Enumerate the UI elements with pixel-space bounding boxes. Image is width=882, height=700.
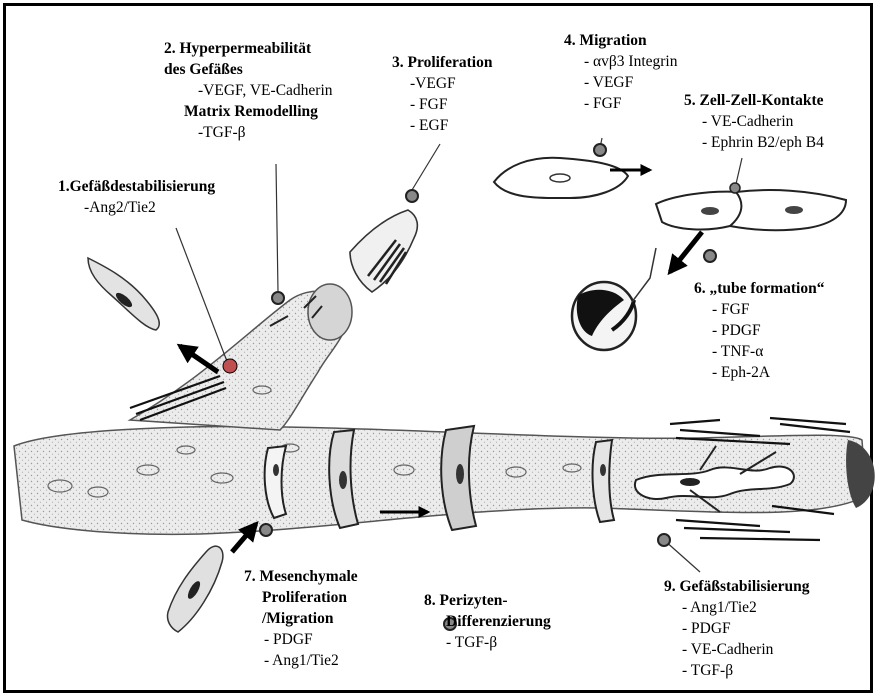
step-7-heading-line2: Proliferation <box>244 587 358 608</box>
step-6-label: 6. „tube formation“ - FGF - PDGF - TNF-α… <box>694 278 824 383</box>
step-5-heading: 5. Zell-Zell-Kontakte <box>684 90 824 111</box>
step-6-item-4: - Eph-2A <box>694 362 824 383</box>
sprout-tip <box>308 284 352 340</box>
step-4-label: 4. Migration - αvβ3 Integrin - VEGF - FG… <box>564 30 677 114</box>
contacting-cell-nucleus-b <box>785 206 803 214</box>
step-9-item-1: - Ang1/Tie2 <box>664 597 810 618</box>
step-4-item-2: - VEGF <box>564 72 677 93</box>
step-2-heading2: Matrix Remodelling <box>164 101 333 122</box>
step-5-item-1: - VE-Cadherin <box>684 111 824 132</box>
proliferating-cell <box>350 210 417 292</box>
tube-crack-line <box>632 248 656 302</box>
step-3-item-2: - FGF <box>392 94 492 115</box>
migrating-cell <box>494 158 628 198</box>
step-1-item: -Ang2/Tie2 <box>58 197 215 218</box>
step-8-heading-line2: Differenzierung <box>424 611 551 632</box>
step-2-item: -VEGF, VE-Cadherin <box>164 80 333 101</box>
mesenchymal-cell <box>167 546 222 632</box>
step-9-item-4: - TGF-β <box>664 660 810 681</box>
step-3-heading: 3. Proliferation <box>392 52 492 73</box>
step-6-item-1: - FGF <box>694 299 824 320</box>
step-2-label: 2. Hyperpermeabilität des Gefäßes -VEGF,… <box>164 38 333 143</box>
step-5-item-2: - Ephrin B2/eph B4 <box>684 132 824 153</box>
step-4-item-3: - FGF <box>564 93 677 114</box>
step-6-item-3: - TNF-α <box>694 341 824 362</box>
step-6-item-2: - PDGF <box>694 320 824 341</box>
step-1-label: 1.Gefäßdestabilisierung -Ang2/Tie2 <box>58 176 215 218</box>
stabilization-nucleus <box>680 478 700 486</box>
step-6-heading: 6. „tube formation“ <box>694 278 824 299</box>
step-9-label: 9. Gefäßstabilisierung - Ang1/Tie2 - PDG… <box>664 576 810 681</box>
step-2-heading-line2: des Gefäßes <box>164 59 333 80</box>
step-7-label: 7. Mesenchymale Proliferation /Migration… <box>244 566 358 671</box>
detaching-cell <box>88 258 159 330</box>
step-4-item-1: - αvβ3 Integrin <box>564 51 677 72</box>
tube-formation <box>572 282 636 350</box>
step-8-item: - TGF-β <box>424 632 551 653</box>
contacting-cell-nucleus-a <box>701 207 719 215</box>
step-4-heading: 4. Migration <box>564 30 677 51</box>
step-3-item-3: - EGF <box>392 115 492 136</box>
step-8-heading-line1: 8. Perizyten- <box>424 590 551 611</box>
step-7-heading-line1: 7. Mesenchymale <box>244 566 358 587</box>
step-5-label: 5. Zell-Zell-Kontakte - VE-Cadherin - Ep… <box>684 90 824 153</box>
step-1-heading: 1.Gefäßdestabilisierung <box>58 176 215 197</box>
step-7-item-2: - Ang1/Tie2 <box>244 650 358 671</box>
step-2-item2: -TGF-β <box>164 122 333 143</box>
step-9-item-2: - PDGF <box>664 618 810 639</box>
step-9-item-3: - VE-Cadherin <box>664 639 810 660</box>
step-7-item-1: - PDGF <box>244 629 358 650</box>
contacting-cells <box>656 190 846 230</box>
step-3-label: 3. Proliferation -VEGF - FGF - EGF <box>392 52 492 136</box>
step-9-heading: 9. Gefäßstabilisierung <box>664 576 810 597</box>
step-7-heading-line3: /Migration <box>244 608 358 629</box>
step-3-item-1: -VEGF <box>392 73 492 94</box>
step-8-label: 8. Perizyten- Differenzierung - TGF-β <box>424 590 551 653</box>
step-2-heading-line1: 2. Hyperpermeabilität <box>164 38 333 59</box>
